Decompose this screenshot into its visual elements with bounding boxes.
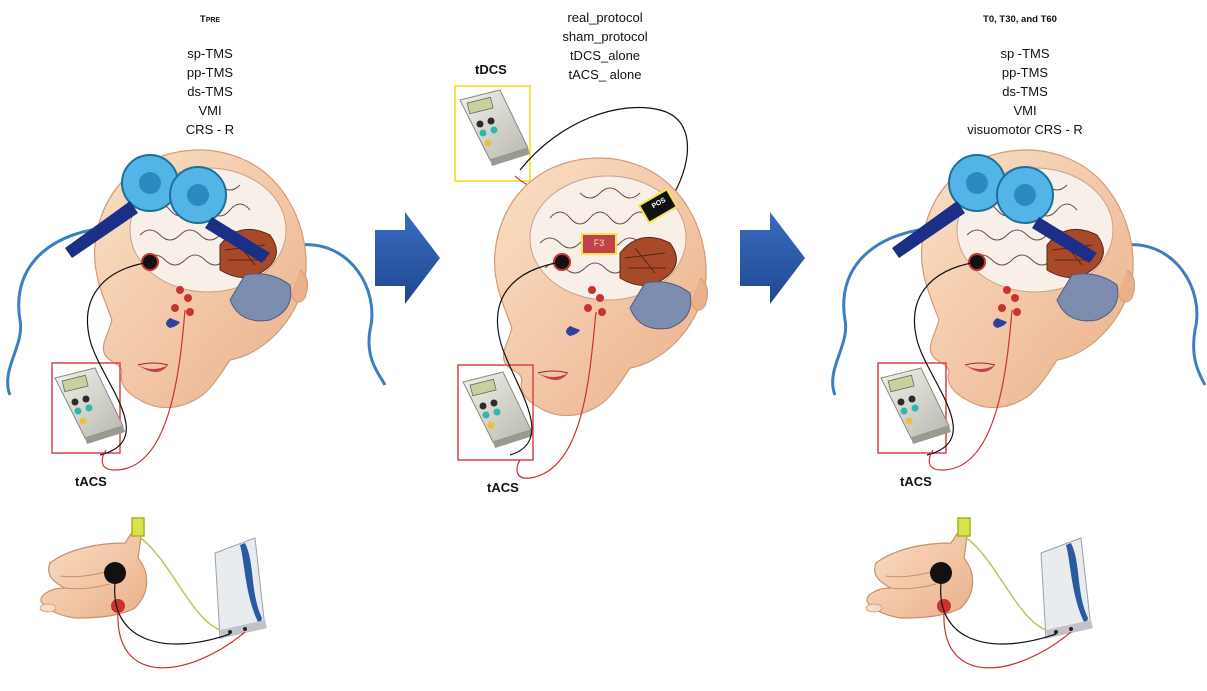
pre-test-item: VMI bbox=[150, 101, 270, 120]
protocol-item: tACS_ alone bbox=[535, 65, 675, 84]
protocol-item: sham_protocol bbox=[535, 27, 675, 46]
post-test-item: sp -TMS bbox=[955, 44, 1095, 63]
f3-label: F3 bbox=[582, 238, 616, 248]
post-test-list: sp -TMS pp-TMS ds-TMS VMI visuomotor CRS… bbox=[955, 44, 1095, 139]
pre-test-list: sp-TMS pp-TMS ds-TMS VMI CRS - R bbox=[150, 44, 270, 139]
post-test-item: ds-TMS bbox=[955, 82, 1095, 101]
panel-post bbox=[833, 150, 1205, 668]
pre-title-sub: PRE bbox=[206, 17, 220, 24]
pre-title: TPRE bbox=[160, 14, 260, 25]
protocol-item: real_protocol bbox=[535, 8, 675, 27]
post-test-item: pp-TMS bbox=[955, 63, 1095, 82]
post-test-item: VMI bbox=[955, 101, 1095, 120]
arrow-right-icon bbox=[375, 212, 440, 304]
pre-test-item: sp-TMS bbox=[150, 44, 270, 63]
pre-test-item: CRS - R bbox=[150, 120, 270, 139]
pre-test-item: pp-TMS bbox=[150, 63, 270, 82]
post-device-label: tACS bbox=[900, 474, 932, 489]
protocol-item: tDCS_alone bbox=[535, 46, 675, 65]
panel-intervention bbox=[455, 86, 708, 478]
tacs-label: tACS bbox=[487, 480, 519, 495]
post-test-item: visuomotor CRS - R bbox=[955, 120, 1095, 139]
arrow-right-icon-2 bbox=[740, 212, 805, 304]
pre-device-label: tACS bbox=[75, 474, 107, 489]
protocol-list: real_protocol sham_protocol tDCS_alone t… bbox=[535, 8, 675, 84]
tdcs-label: tDCS bbox=[475, 62, 507, 77]
post-title: T0, T30, and T60 bbox=[960, 14, 1080, 25]
pre-test-item: ds-TMS bbox=[150, 82, 270, 101]
panel-pre bbox=[8, 150, 385, 668]
